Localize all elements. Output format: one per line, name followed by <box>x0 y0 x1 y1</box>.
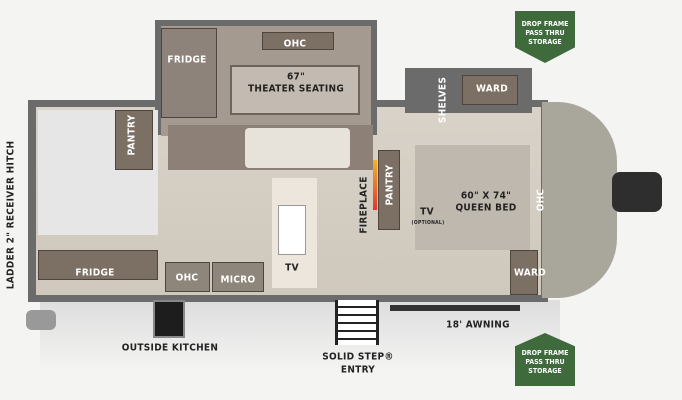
fireplace-label: FIREPLACE <box>358 176 370 234</box>
theater-seating-label: THEATER SEATING <box>247 83 345 95</box>
tv-kitchen-label: TV <box>285 262 299 274</box>
queen-bed <box>415 145 530 250</box>
hitch-label: LADDER 2" RECEIVER HITCH <box>5 140 17 290</box>
badge-line: STORAGE <box>528 367 562 375</box>
tv-bed-label: TV <box>420 206 434 218</box>
ohc-bottom <box>165 262 210 292</box>
fridge-slide <box>161 28 217 118</box>
ward-bottom <box>510 250 538 295</box>
ward-top <box>462 75 518 105</box>
shelves-label: SHELVES <box>437 76 449 124</box>
ohc-front-label: OHC <box>535 188 547 212</box>
drop-frame-storage-badge-top: DROP FRAME PASS THRU STORAGE <box>515 11 575 63</box>
fridge-bottom-label: FRIDGE <box>75 267 115 279</box>
hitch-jack <box>612 172 662 212</box>
receiver-hitch <box>26 310 56 330</box>
outside-kitchen-label: OUTSIDE KITCHEN <box>121 342 219 354</box>
badge-line: STORAGE <box>528 38 562 46</box>
pantry-bed-label: PANTRY <box>384 164 396 206</box>
ohc-top <box>262 32 334 50</box>
pantry-bath <box>115 110 153 170</box>
entry-label-1: SOLID STEP® <box>322 351 394 363</box>
floor-shadow <box>40 300 560 370</box>
tv-optional-label: (OPTIONAL) <box>411 220 445 226</box>
drop-frame-storage-badge-bottom: DROP FRAME PASS THRU STORAGE <box>515 333 575 386</box>
micro-cab <box>212 262 264 292</box>
sink <box>278 205 306 255</box>
outside-kitchen-grill <box>153 300 185 338</box>
fireplace <box>373 160 377 210</box>
badge-line: PASS THRU <box>525 29 565 37</box>
seating-size-label: 67" <box>286 71 306 83</box>
micro-label: MICRO <box>220 274 256 286</box>
ohc-top-label: OHC <box>283 38 307 50</box>
theater-seating <box>230 65 360 115</box>
ward-bottom-label: WARD <box>513 267 547 279</box>
awning-label: 18' AWNING <box>446 319 510 331</box>
front-cap <box>542 102 617 298</box>
awning-bar <box>390 305 520 311</box>
ward-top-label: WARD <box>475 83 509 95</box>
bed-size-label: 60" X 74" <box>460 190 512 202</box>
ottoman <box>245 128 350 168</box>
pantry-bath-label: PANTRY <box>126 114 138 156</box>
ohc-bottom-label: OHC <box>175 272 199 284</box>
pantry-bed <box>378 150 400 230</box>
fridge-slide-label: FRIDGE <box>167 54 207 66</box>
queen-bed-label: QUEEN BED <box>455 202 517 214</box>
badge-line: PASS THRU <box>525 358 565 366</box>
badge-line: DROP FRAME <box>521 349 569 357</box>
bottom-counter <box>38 250 158 280</box>
entry-steps <box>335 300 379 345</box>
badge-line: DROP FRAME <box>521 20 569 28</box>
entry-label-2: ENTRY <box>340 364 376 376</box>
